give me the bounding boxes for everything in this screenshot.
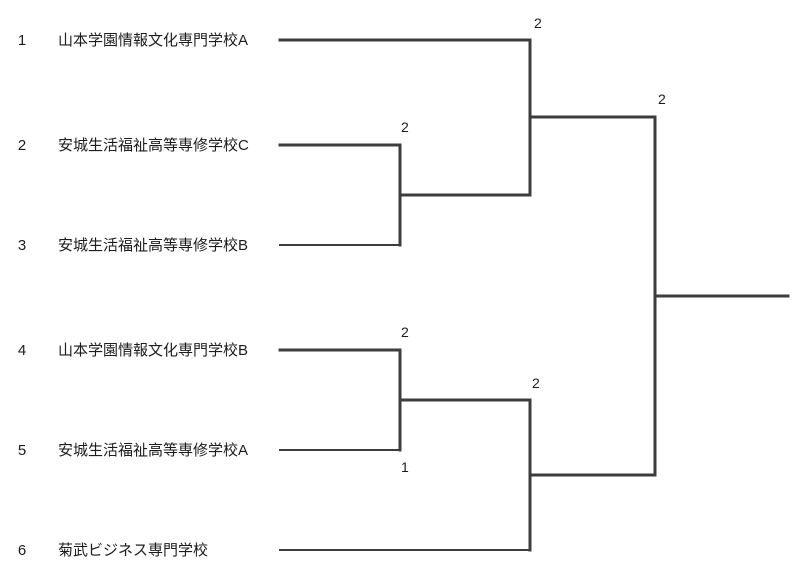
- team3-name: 安城生活福祉高等専修学校B: [58, 236, 248, 254]
- bracket-lines-thin: [279, 244, 531, 551]
- team2-name: 安城生活福祉高等専修学校C: [58, 136, 249, 154]
- match-scores: 2 2 2 2 2 1: [401, 15, 666, 475]
- team6-seed: 6: [18, 542, 26, 559]
- team4-seed: 4: [18, 342, 26, 359]
- score-team5-round1: 1: [401, 459, 409, 475]
- team2-seed: 2: [18, 137, 26, 154]
- team1-seed: 1: [18, 32, 26, 49]
- team5-seed: 5: [18, 442, 26, 459]
- bracket-lines-bold: [278, 38, 790, 552]
- team4-name: 山本学園情報文化専門学校B: [58, 342, 248, 359]
- team3-seed: 3: [18, 237, 26, 254]
- score-team1-semifinal: 2: [534, 15, 542, 31]
- team5-name: 安城生活福祉高等専修学校A: [58, 441, 248, 459]
- score-top-final: 2: [658, 91, 666, 107]
- seed-numbers: 1 2 3 4 5 6: [18, 32, 26, 559]
- team-names: 山本学園情報文化専門学校A 安城生活福祉高等専修学校C 安城生活福祉高等専修学校…: [58, 32, 249, 559]
- team6-name: 菊武ビジネス専門学校: [58, 542, 208, 559]
- score-bottom-semifinal: 2: [532, 375, 540, 391]
- score-team4-round1: 2: [401, 324, 409, 340]
- score-team2-round1: 2: [401, 119, 409, 135]
- team1-name: 山本学園情報文化専門学校A: [58, 32, 248, 49]
